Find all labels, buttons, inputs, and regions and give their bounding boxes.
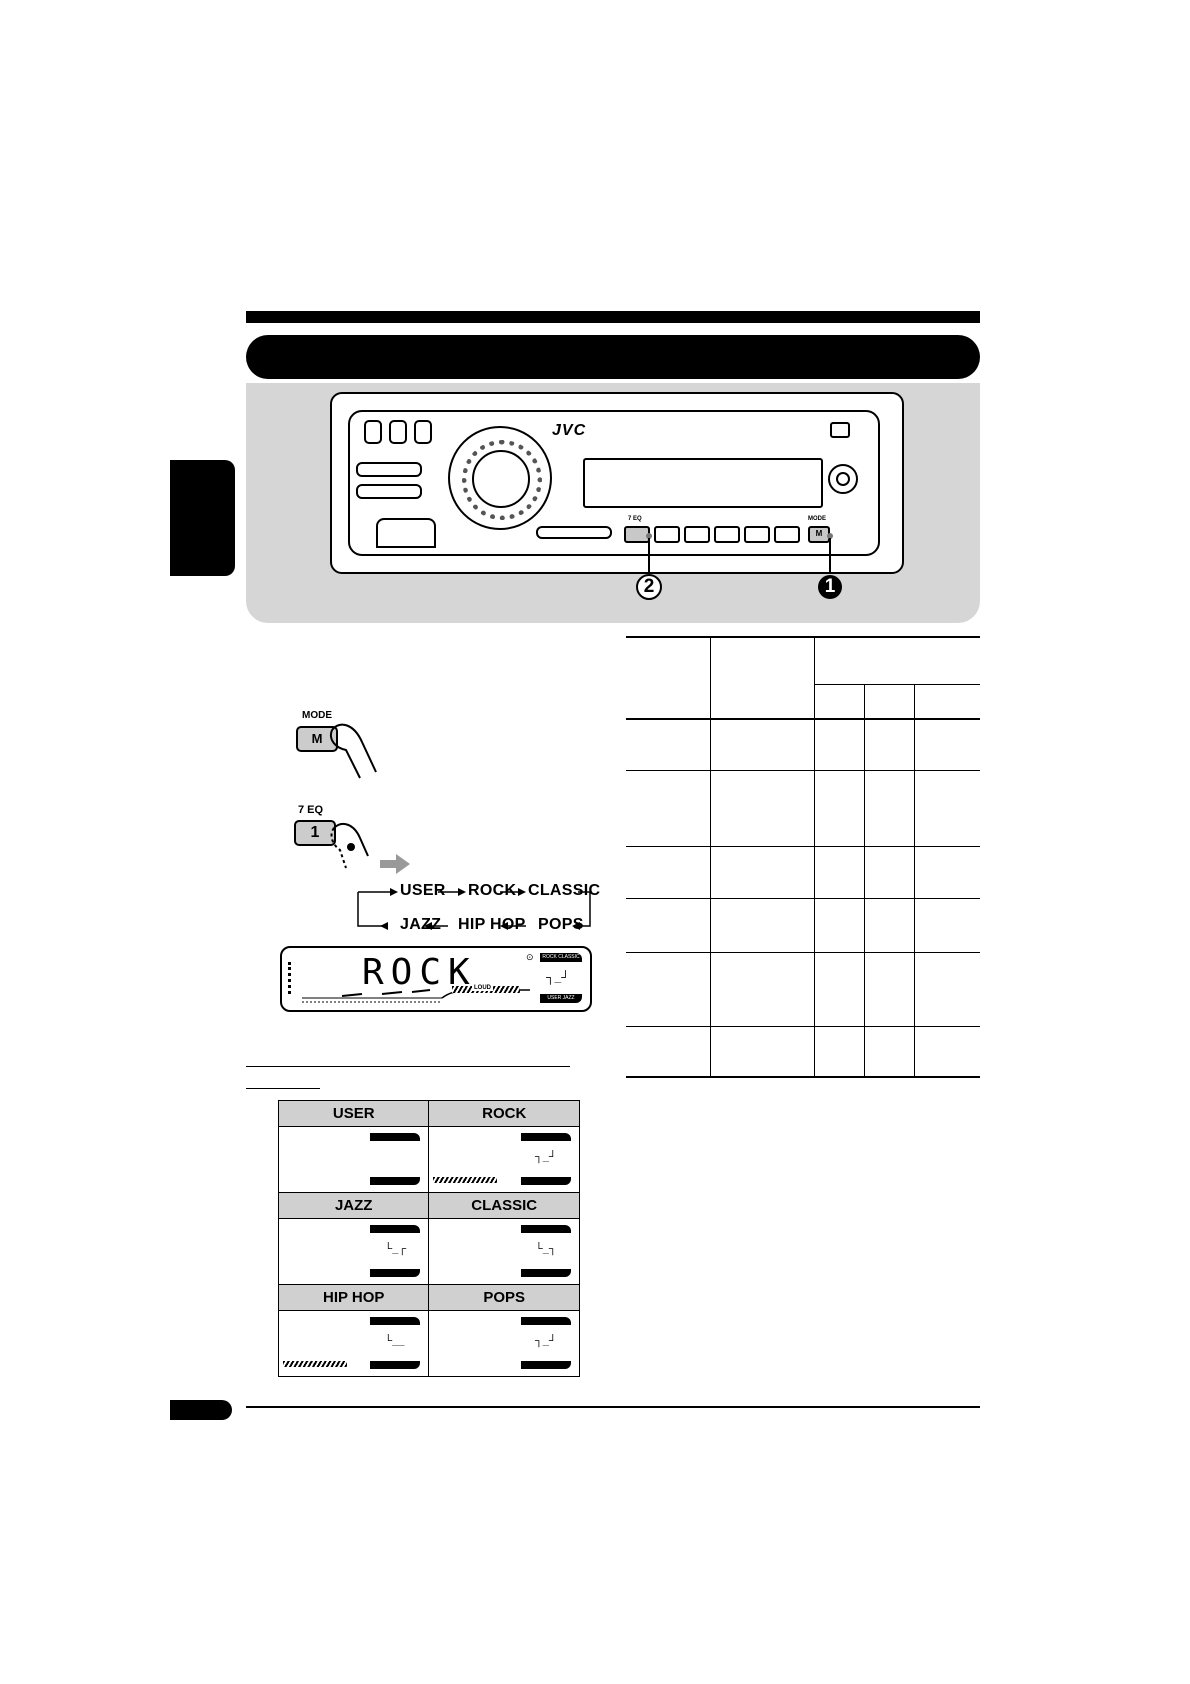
preset-rock-header: ROCK [428, 1100, 580, 1127]
preset-button-4[interactable] [714, 526, 740, 543]
eq-curve-icon: └_┐ [535, 1243, 557, 1255]
eq-curve-icon: └_┌ [384, 1243, 407, 1255]
eq-button-label: 7 EQ [628, 516, 642, 522]
step-marker-2: 2 [636, 574, 662, 600]
loud-bar [283, 1361, 347, 1367]
eq-label: 7 EQ [298, 804, 324, 816]
cd-slot [536, 526, 612, 539]
mode-button-label: MODE [808, 516, 826, 522]
note-rule [246, 1066, 570, 1067]
preset-rock-indicator: ┐_┘ [428, 1126, 580, 1193]
mini-indicator: └_┐ [517, 1225, 575, 1279]
step-marker-1: 1 [818, 575, 842, 599]
eq-preset-table: USER ROCK ┐_┘ JAZZ CLASSIC └_┌ └_┐ HIP H… [277, 1100, 580, 1377]
aux-jack [828, 464, 858, 494]
jvc-logo: JVC [552, 422, 587, 439]
note-rule-short [246, 1088, 320, 1089]
preset-button-5[interactable] [744, 526, 770, 543]
display-eq-name: ROCK [362, 952, 477, 993]
cycle-classic: CLASSIC [528, 882, 601, 899]
preset-classic-indicator: └_┐ [428, 1218, 580, 1285]
receiver-display [583, 458, 823, 508]
preset-hiphop-indicator: └__ [277, 1310, 430, 1377]
preset-button-2[interactable] [654, 526, 680, 543]
loud-label: LOUD [472, 985, 493, 991]
page-number-tab [170, 1400, 232, 1420]
top-small-button-2[interactable] [389, 420, 407, 444]
eject-button[interactable] [376, 518, 436, 548]
eq-settings-grid [626, 636, 980, 1078]
preset-button-6[interactable] [774, 526, 800, 543]
cycle-hip-hop: HIP HOP [458, 916, 526, 933]
level-meter-left [288, 962, 301, 994]
eq-lead-line [648, 538, 650, 572]
finger-press-eq-icon [330, 822, 410, 874]
mode-button[interactable]: M [808, 526, 830, 543]
preset-user-indicator [277, 1126, 430, 1193]
lcd-display-example: ROCK LOUD ⊙ ROCK CLASSIC ┐_┘ USER JAZZ [280, 946, 592, 1012]
volume-knob-ring [462, 440, 542, 520]
header-rule [246, 311, 980, 323]
detach-button[interactable] [830, 422, 850, 438]
eq-curve-icon: └__ [384, 1335, 405, 1347]
preset-pops-header: POPS [428, 1284, 580, 1311]
cycle-jazz: JAZZ [400, 916, 442, 933]
preset-hiphop-header: HIP HOP [277, 1284, 430, 1311]
preset-pops-indicator: ┐_┘ [428, 1310, 580, 1377]
volume-knob[interactable] [472, 450, 530, 508]
eq-curve-icon: ┐_┘ [535, 1335, 557, 1347]
preset-button-3[interactable] [684, 526, 710, 543]
mini-indicator [366, 1133, 424, 1187]
preset-jazz-indicator: └_┌ [277, 1218, 430, 1285]
mode-label: MODE [302, 710, 332, 721]
preset-jazz-header: JAZZ [277, 1192, 430, 1219]
indicator-bottom: USER JAZZ [540, 994, 582, 1003]
cycle-pops: POPS [538, 916, 584, 933]
preset-classic-header: CLASSIC [428, 1192, 580, 1219]
top-small-button-1[interactable] [364, 420, 382, 444]
cycle-rock: ROCK [468, 882, 517, 899]
eq-pointer-dot [646, 533, 652, 539]
eq-indicator-cluster: ⊙ ROCK CLASSIC ┐_┘ USER JAZZ [526, 952, 584, 1006]
eq-cycle-arrows [357, 888, 591, 930]
indicator-top: ROCK CLASSIC [540, 953, 582, 962]
eq-key[interactable]: 1 [294, 820, 336, 846]
section-title-bar [246, 335, 980, 379]
preset-user-header: USER [277, 1100, 430, 1127]
mode-pointer-dot [827, 533, 833, 539]
mode-lead-line [829, 538, 831, 572]
language-side-tab [170, 460, 235, 576]
mini-indicator: └_┌ [366, 1225, 424, 1279]
cycle-user: USER [400, 882, 446, 899]
finger-press-mode-icon [330, 723, 377, 779]
eq-curve-icon: ┐_┘ [535, 1151, 557, 1163]
mini-indicator: ┐_┘ [517, 1317, 575, 1371]
cd-icon: ⊙ [526, 952, 534, 962]
eq-curve-icon: ┐_┘ [546, 970, 570, 984]
mini-indicator: ┐_┘ [517, 1133, 575, 1187]
footer-rule [246, 1406, 980, 1408]
top-small-button-3[interactable] [414, 420, 432, 444]
loud-bar [433, 1177, 498, 1183]
band-slot-button[interactable] [356, 484, 422, 499]
source-slot-button[interactable] [356, 462, 422, 477]
mini-indicator: └__ [366, 1317, 424, 1371]
